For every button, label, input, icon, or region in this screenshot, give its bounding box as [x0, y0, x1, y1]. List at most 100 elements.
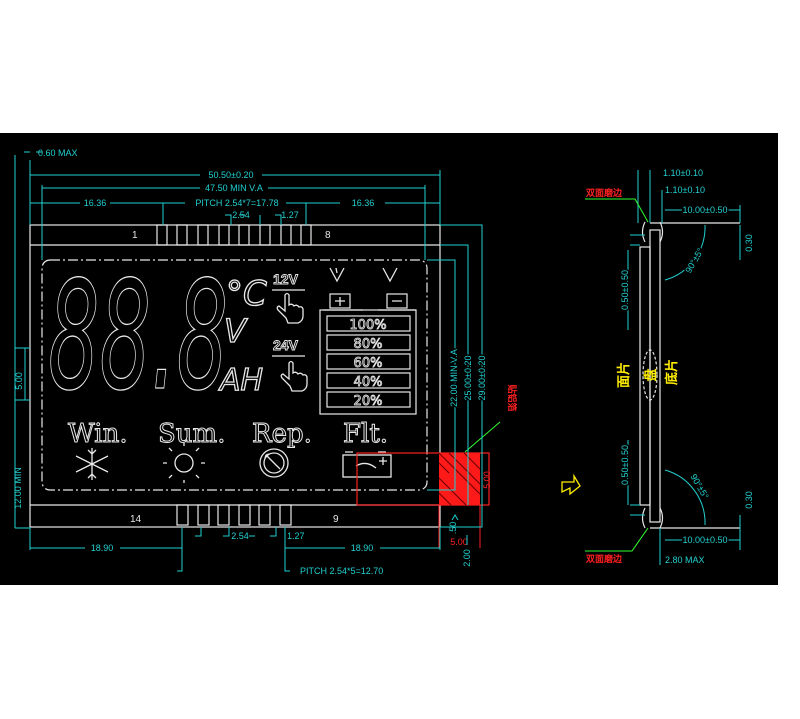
drawing-stroke	[174, 453, 194, 473]
top-thickness-dim-1: 1.10±0.10	[663, 168, 703, 178]
drawing-stroke	[176, 224, 188, 246]
drawing-stroke	[427, 224, 483, 528]
height-min-dim: 12.00 MIN	[13, 467, 23, 509]
offset-bottom-dim: 0.50±0.50	[620, 445, 630, 485]
angle-top-dim: 90°±5°	[683, 246, 705, 275]
edge-note-bottom: 双面磨边	[586, 553, 623, 564]
battery-float-icon	[342, 451, 392, 478]
pad-gap-dim: 2.00	[462, 549, 472, 567]
unit-ah: AH	[218, 363, 263, 398]
drawing-stroke	[326, 334, 411, 351]
lcd-drawing: 1 8 14 9 88.8 °C V AH 12V 24V 100% 80% 6…	[0, 133, 778, 585]
drawing-stroke	[326, 372, 411, 389]
mode-repair-label: Rep.	[252, 419, 312, 449]
drawing-stroke	[641, 221, 664, 529]
drawing-stroke	[162, 203, 307, 225]
sun-icon	[163, 443, 205, 483]
minus-terminal-icon	[386, 293, 408, 309]
pin-label-1: 1	[132, 230, 138, 241]
mode-winter-label: Win.	[68, 419, 128, 449]
drawing-stroke	[649, 229, 661, 523]
drawing-stroke	[263, 452, 285, 474]
plus-terminal-icon	[329, 293, 351, 309]
edge-leader-top	[585, 198, 649, 223]
right-offset-dim: 16.36	[352, 198, 375, 208]
top-thickness-dim-2: 1.10±0.10	[665, 185, 705, 195]
drawing-stroke	[238, 224, 250, 246]
conductive-pad-area	[356, 452, 490, 548]
drawing-stroke	[637, 170, 741, 260]
pad-width-dim: 5.00	[450, 537, 468, 547]
right-dimension-lines	[427, 224, 483, 545]
drawing-canvas: 1 8 14 9 88.8 °C V AH 12V 24V 100% 80% 6…	[13, 148, 754, 576]
drawing-stroke	[264, 453, 281, 470]
drawing-stroke	[627, 234, 645, 516]
pin-label-14: 14	[130, 514, 142, 525]
drawing-stroke	[345, 451, 387, 469]
drawing-stroke	[259, 448, 289, 478]
left-offset-dim: 16.36	[84, 198, 107, 208]
bottom-pin-width-dim: 1.27	[287, 531, 305, 541]
center-label: 盘	[643, 368, 658, 381]
offset-top-dim: 0.50±0.50	[620, 270, 630, 310]
battery-level-40: 40%	[354, 375, 383, 390]
drawing-stroke	[195, 527, 277, 537]
drawing-stroke	[163, 443, 205, 483]
drawing-stroke	[326, 353, 411, 370]
pad-offset-dim: .50	[448, 522, 458, 535]
wrench-icon	[259, 448, 289, 478]
drawing-stroke	[664, 224, 706, 526]
battery-level-60: 60%	[354, 356, 383, 371]
step-dim: 5.00	[14, 372, 24, 390]
bottom-pitch-dim: PITCH 2.54*5=12.70	[300, 566, 383, 576]
view-area-height-dim: 22.00 MIN V.A	[449, 349, 459, 407]
drawing-stroke	[326, 391, 411, 408]
front-glass-label: 面片	[616, 362, 631, 388]
drawing-stroke	[323, 300, 416, 311]
hand-icon	[280, 360, 308, 392]
glass-height-dim: 25.00±0.20	[463, 356, 473, 401]
drawing-stroke	[217, 504, 230, 526]
drawing-stroke	[300, 224, 312, 246]
drawing-stroke	[15, 347, 30, 401]
drawing-stroke	[642, 349, 658, 401]
drawing-stroke	[329, 267, 398, 283]
hand-icon	[276, 292, 304, 324]
drawing-stroke	[75, 448, 109, 480]
edge-note-top: 双面磨边	[586, 187, 623, 198]
battery-indicator: 100% 80% 60% 40% 20%	[319, 267, 417, 415]
mode-summer-label: Sum.	[158, 419, 225, 449]
drawing-stroke	[29, 160, 441, 260]
outline-height-dim: 29.00±0.20	[477, 356, 487, 401]
battery-level-100: 100%	[349, 318, 386, 333]
unit-volt: V	[224, 312, 248, 350]
total-thickness-dim: 2.80 MAX	[665, 555, 705, 565]
mode-float-label: Flt.	[343, 419, 388, 449]
bottom-right-offset-dim: 18.90	[351, 543, 374, 553]
pin-label-8: 8	[325, 230, 331, 241]
view-direction-arrow-icon	[561, 473, 581, 496]
drawing-stroke	[197, 504, 210, 526]
lead-length-bottom-dim: 10.00±0.50	[683, 535, 728, 545]
drawing-stroke	[197, 224, 209, 246]
top-pitch-dim: PITCH 2.54*7=17.78	[195, 198, 278, 208]
view-area-width-dim: 47.50 MIN V.A	[205, 183, 263, 193]
drawing-stroke	[29, 527, 441, 572]
thickness-dim: 0.60 MAX	[38, 148, 78, 158]
left-dimension-lines	[14, 155, 30, 529]
battery-level-80: 80%	[354, 337, 383, 352]
voltage-24-label: 24V	[273, 337, 299, 353]
top-dimension-lines	[24, 151, 441, 260]
unit-celsius: °C	[226, 274, 267, 314]
pin-label-9: 9	[333, 514, 339, 525]
battery-level-20: 20%	[354, 394, 383, 409]
lead-thickness-top-dim: 0.30	[744, 234, 754, 252]
pad-note: 贴铝箔	[507, 384, 518, 411]
drawing-stroke	[439, 453, 480, 505]
drawing-stroke	[438, 452, 481, 506]
lead-length-top-dim: 10.00±0.50	[683, 205, 728, 215]
drawing-stroke	[238, 504, 251, 526]
drawing-stroke	[29, 224, 441, 528]
outline-width-dim: 50.50±0.20	[209, 170, 254, 180]
edge-leader-bottom	[585, 527, 649, 552]
